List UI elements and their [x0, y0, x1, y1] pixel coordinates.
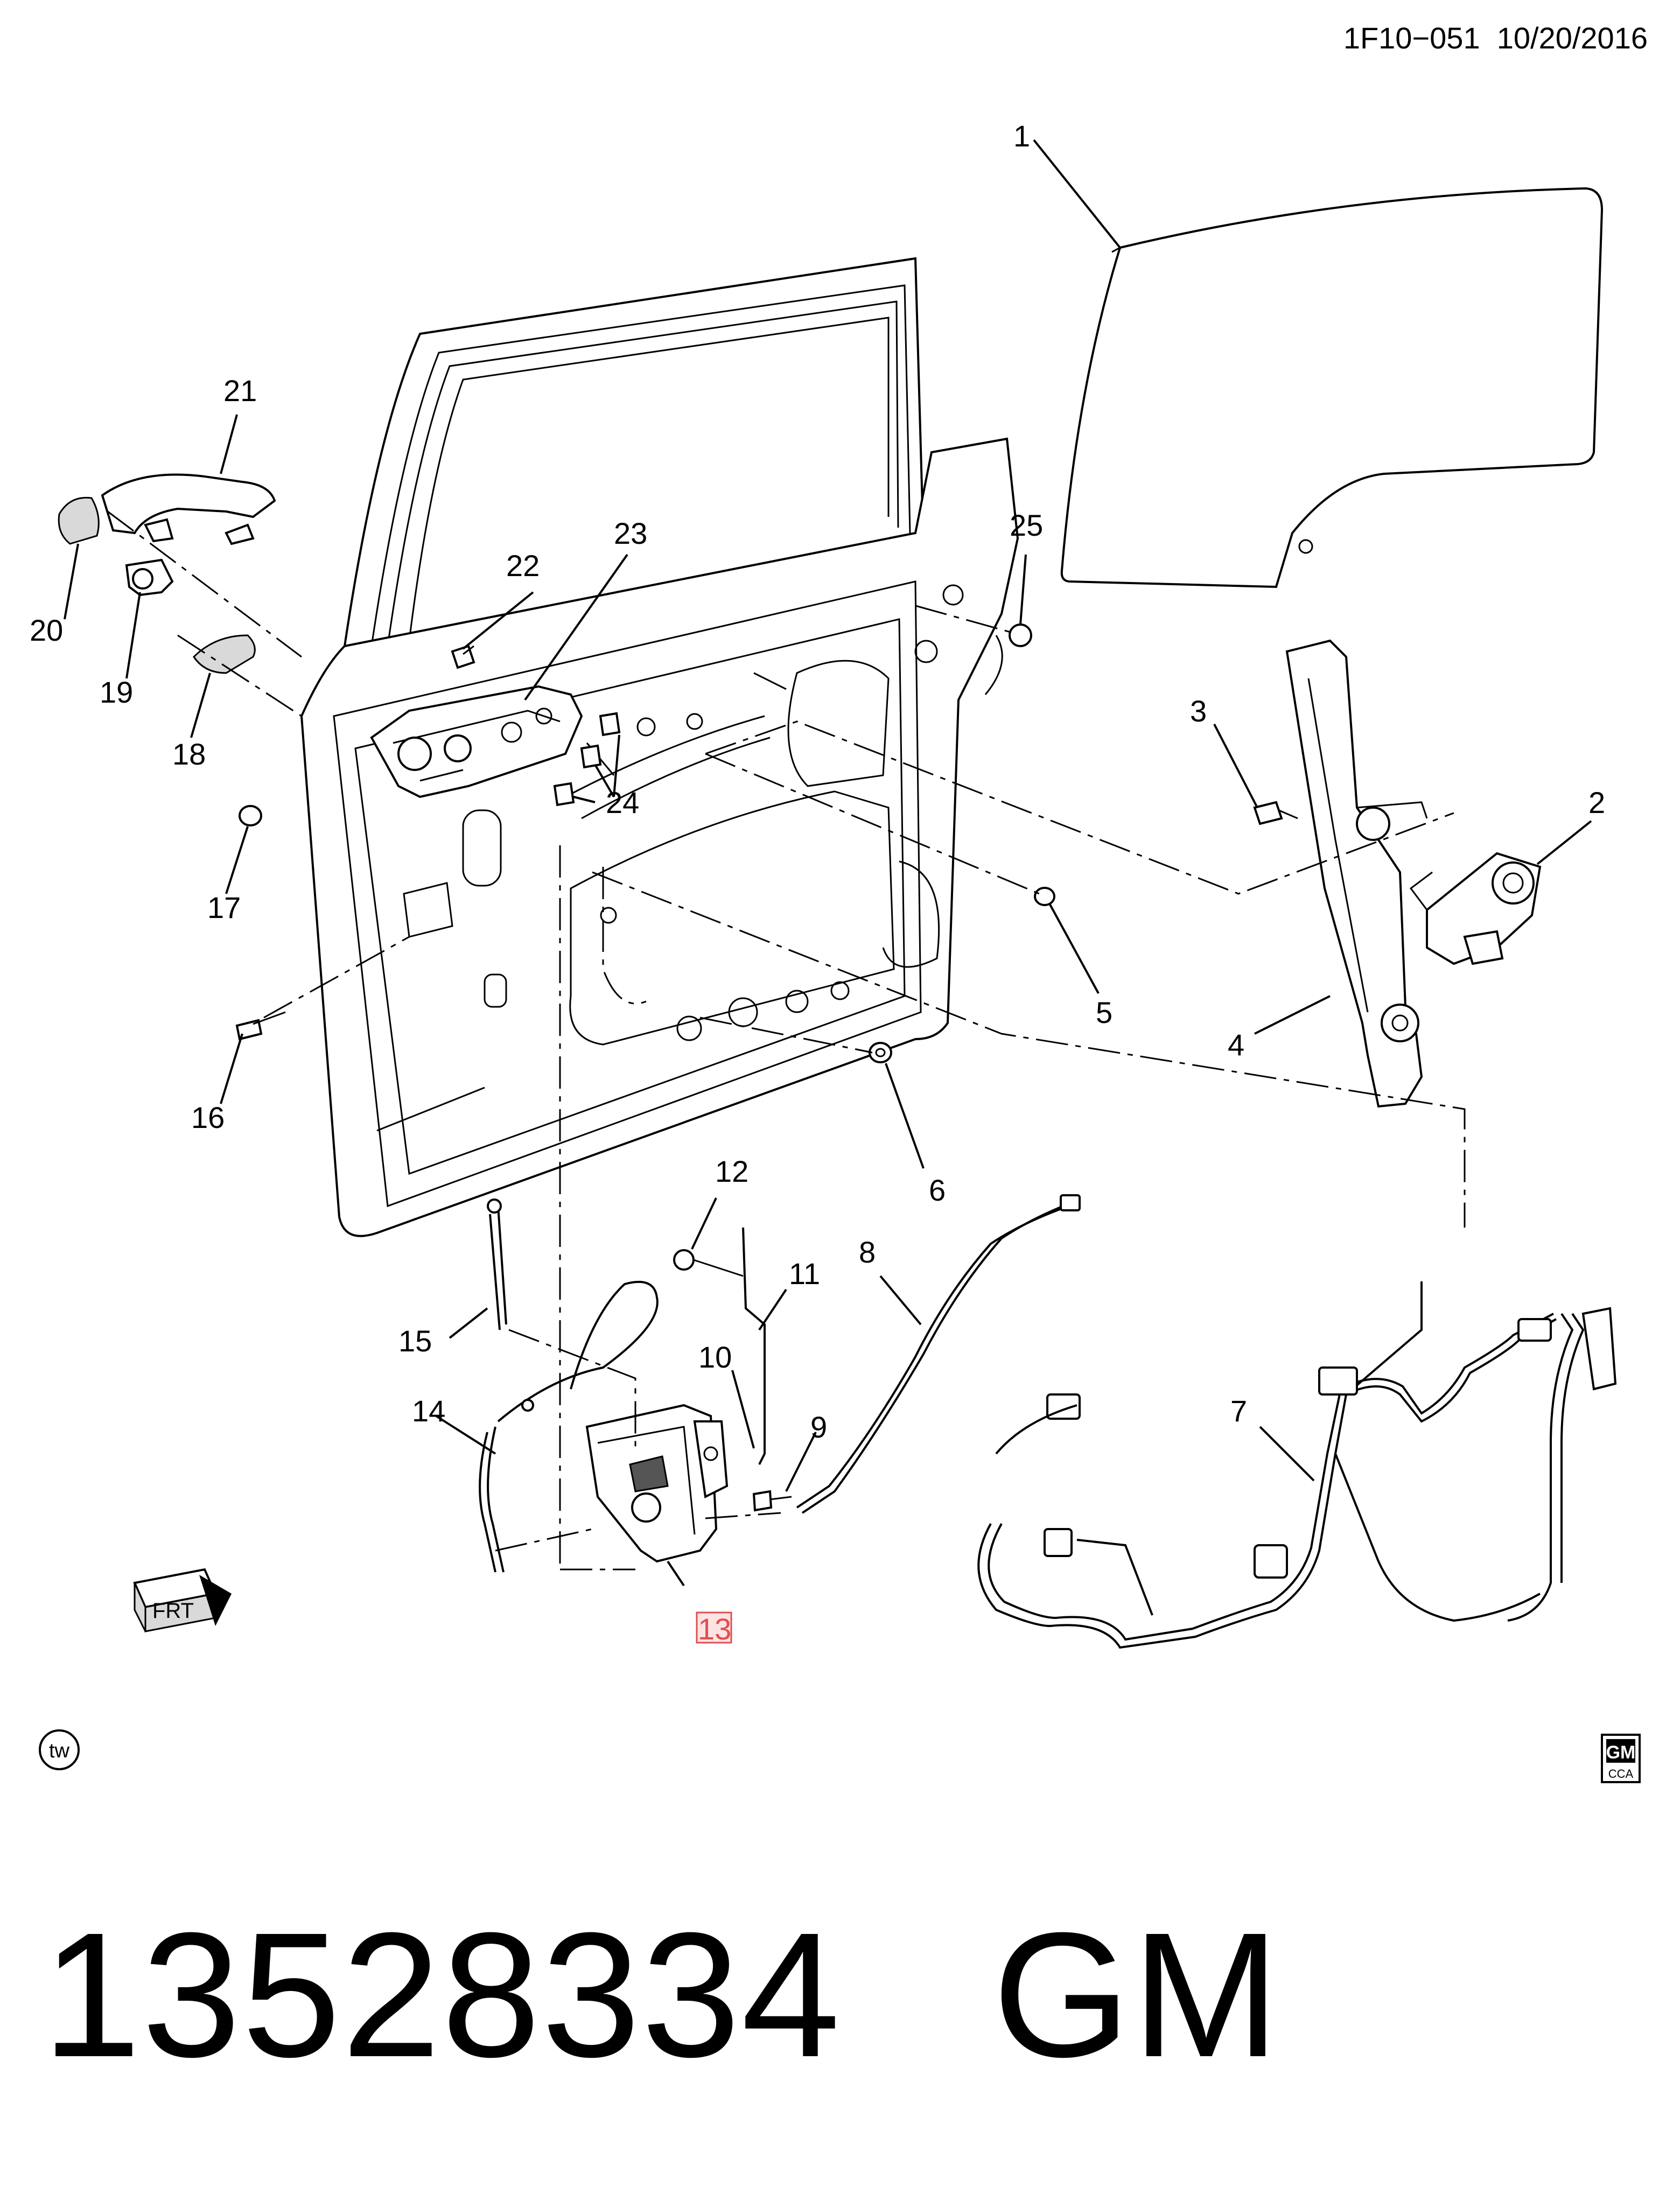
part-number: 13528334 — [42, 1895, 842, 2094]
callout-2: 2 — [1588, 786, 1605, 819]
callout-15: 15 — [398, 1324, 432, 1358]
handle-bracket-part[interactable] — [370, 685, 583, 798]
diagram-date: 10/20/2016 — [1496, 21, 1648, 55]
tw-badge: tw — [39, 1729, 80, 1770]
callout-25: 25 — [1010, 508, 1043, 542]
door-frame-part — [300, 257, 1019, 1237]
lock-cable-part[interactable] — [479, 1280, 659, 1573]
door-glass-part[interactable] — [1060, 187, 1604, 588]
handle-cap-part[interactable] — [58, 496, 100, 545]
logo-brand: GM — [1606, 1742, 1636, 1763]
callout-10: 10 — [698, 1340, 732, 1374]
callout-8: 8 — [859, 1235, 876, 1269]
callout-14: 14 — [412, 1394, 445, 1428]
front-direction-label: FRT — [152, 1599, 194, 1623]
callout-22: 22 — [506, 549, 540, 583]
exploded-parts-diagram: 1 2 3 4 5 6 7 8 9 10 11 12 13 14 15 16 1… — [30, 119, 1641, 1783]
logo-sub: CCA — [1608, 1767, 1634, 1781]
rod-clip-part[interactable] — [673, 1249, 744, 1277]
door-wiring-harness-part[interactable] — [977, 1281, 1617, 1649]
handle-bolt-part[interactable] — [451, 644, 475, 669]
outside-door-handle-part[interactable] — [101, 473, 276, 545]
callout-16: 16 — [191, 1100, 225, 1134]
window-regulator-part[interactable] — [1285, 639, 1428, 1108]
callout-6: 6 — [929, 1173, 946, 1207]
callout-9: 9 — [810, 1410, 827, 1444]
callout-1: 1 — [1013, 119, 1030, 153]
tw-label: tw — [49, 1740, 70, 1762]
window-regulator-motor-part[interactable] — [1409, 852, 1542, 965]
door-latch-part[interactable] — [585, 1404, 729, 1563]
front-direction-badge: FRT — [133, 1568, 232, 1632]
access-plug-6-part[interactable] — [869, 1042, 892, 1063]
callout-12: 12 — [715, 1154, 748, 1188]
callout-11: 11 — [789, 1257, 820, 1291]
callout-18: 18 — [172, 737, 206, 771]
part-number-caption: 13528334 GM — [42, 1906, 1281, 2084]
callout-13-highlight — [696, 1611, 732, 1644]
callout-19: 19 — [100, 675, 133, 709]
access-plug-5-part[interactable] — [1034, 887, 1055, 906]
lock-cylinder-part[interactable] — [125, 558, 174, 597]
leader-lines — [64, 139, 1592, 1587]
door-plug-17-part[interactable] — [239, 805, 262, 826]
front-arrow-icon — [199, 1575, 232, 1626]
handle-clip-part[interactable] — [553, 712, 621, 807]
part-brand: GM — [992, 1895, 1281, 2094]
callout-24: 24 — [606, 786, 639, 819]
handle-bezel-part[interactable] — [193, 634, 256, 674]
callout-21: 21 — [223, 374, 257, 408]
inside-handle-rod-part[interactable] — [487, 1198, 507, 1330]
diagram-code: 1F10−051 — [1343, 21, 1480, 55]
callout-23: 23 — [614, 516, 647, 550]
door-plug-25-part[interactable] — [1009, 623, 1032, 647]
callout-17: 17 — [207, 891, 241, 924]
callout-labels: 1 2 3 4 5 6 7 8 9 10 11 12 13 14 15 16 1… — [30, 119, 1605, 1646]
callout-7: 7 — [1230, 1394, 1247, 1428]
door-bolt-16-part[interactable] — [235, 1011, 286, 1041]
callout-4: 4 — [1228, 1028, 1244, 1062]
outside-handle-cable-part[interactable] — [796, 1194, 1081, 1514]
diagram-header: 1F10−051 10/20/2016 — [1343, 20, 1648, 55]
reference-lines — [107, 510, 1466, 1571]
callout-5: 5 — [1096, 996, 1112, 1029]
lock-rod-part[interactable] — [742, 1227, 766, 1465]
regulator-bolt-part[interactable] — [1253, 801, 1298, 825]
gm-cca-logo: GM CCA — [1601, 1734, 1641, 1783]
callout-3: 3 — [1190, 694, 1207, 728]
latch-bolt-part[interactable] — [752, 1490, 792, 1512]
callout-13: 13 — [698, 1612, 731, 1646]
callout-20: 20 — [30, 613, 63, 647]
